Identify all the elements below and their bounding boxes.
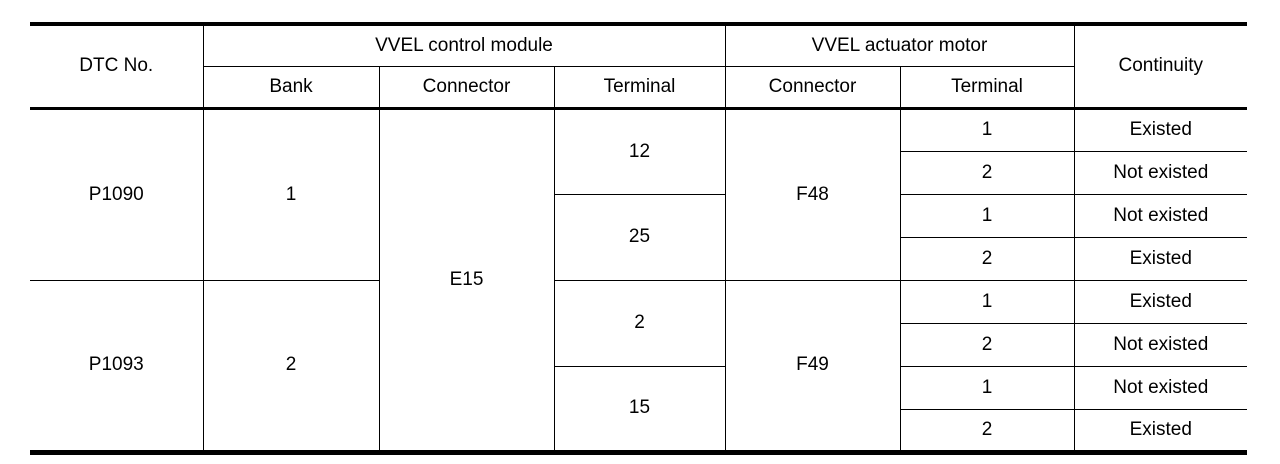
motor-terminal-cell: 1 — [899, 279, 1075, 324]
header-vvel-control-module: VVEL control module — [202, 22, 726, 67]
header-continuity: Continuity — [1073, 22, 1247, 110]
continuity-cell: Not existed — [1073, 193, 1247, 238]
control-terminal-cell: 12 — [553, 107, 726, 195]
continuity-cell: Existed — [1073, 408, 1247, 455]
header-control-connector: Connector — [378, 65, 555, 110]
continuity-cell: Not existed — [1073, 365, 1247, 410]
control-terminal-cell: 2 — [553, 279, 726, 367]
motor-terminal-cell: 2 — [899, 150, 1075, 195]
dtc-continuity-table: DTC No. VVEL control module VVEL actuato… — [30, 22, 1247, 455]
continuity-cell: Existed — [1073, 279, 1247, 324]
continuity-cell: Existed — [1073, 107, 1247, 152]
motor-terminal-cell: 2 — [899, 408, 1075, 455]
document-page: DTC No. VVEL control module VVEL actuato… — [30, 22, 1247, 455]
dtc-cell-p1090: P1090 — [30, 107, 204, 281]
table-row: 2 Existed — [30, 236, 1247, 281]
header-motor-terminal: Terminal — [899, 65, 1075, 110]
control-connector-cell: E15 — [378, 107, 555, 453]
table-row: 2 Existed — [30, 408, 1247, 455]
control-terminal-cell: 25 — [553, 193, 726, 281]
continuity-cell: Not existed — [1073, 150, 1247, 195]
motor-terminal-cell: 2 — [899, 322, 1075, 367]
motor-connector-cell-f49: F49 — [724, 279, 901, 453]
continuity-cell: Not existed — [1073, 322, 1247, 367]
header-bank: Bank — [202, 65, 380, 110]
motor-terminal-cell: 1 — [899, 107, 1075, 152]
bank-cell-1: 1 — [202, 107, 380, 281]
motor-terminal-cell: 2 — [899, 236, 1075, 281]
table-row: 15 1 Not existed — [30, 365, 1247, 453]
header-motor-connector: Connector — [724, 65, 901, 110]
motor-terminal-cell: 1 — [899, 193, 1075, 238]
motor-connector-cell-f48: F48 — [724, 107, 901, 281]
bank-cell-2: 2 — [202, 279, 380, 453]
control-terminal-cell: 15 — [553, 365, 726, 453]
table-row: P1090 1 E15 12 F48 1 Existed — [30, 107, 1247, 453]
header-control-terminal: Terminal — [553, 65, 726, 110]
dtc-cell-p1093: P1093 — [30, 279, 204, 453]
continuity-cell: Existed — [1073, 236, 1247, 281]
table-row: P1093 2 2 F49 1 Existed — [30, 279, 1247, 453]
header-dtc-no: DTC No. — [30, 22, 204, 110]
motor-terminal-cell: 1 — [899, 365, 1075, 410]
header-vvel-actuator-motor: VVEL actuator motor — [724, 22, 1075, 67]
